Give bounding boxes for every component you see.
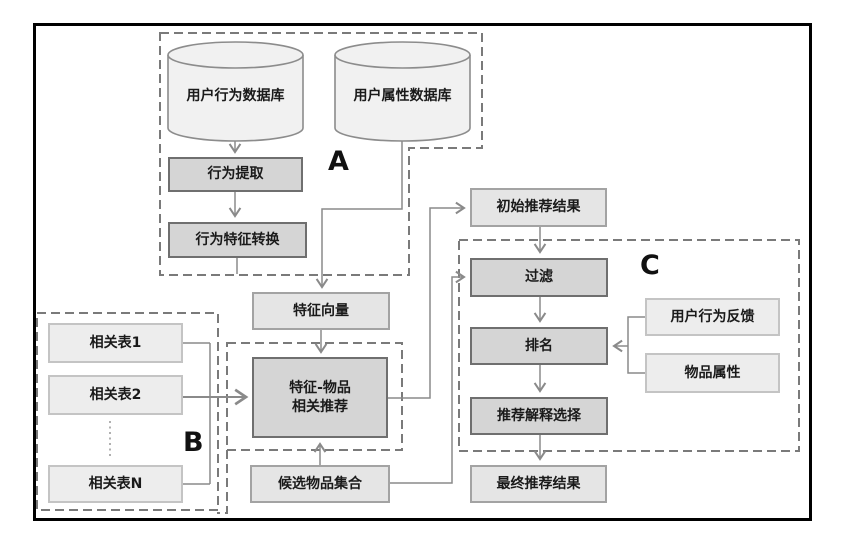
node-feature-vector: 特征向量 xyxy=(252,292,390,330)
db-attribute-label: 用户属性数据库 xyxy=(353,88,452,104)
group-c-dashed-box xyxy=(458,239,800,452)
node-filter: 过滤 xyxy=(470,258,608,297)
node-related-table-n: 相关表N xyxy=(48,465,183,503)
db-behavior-label: 用户行为数据库 xyxy=(186,88,285,104)
node-initial-results: 初始推荐结果 xyxy=(470,188,607,227)
database-cylinder-attribute xyxy=(334,41,471,142)
database-cylinder-behavior xyxy=(167,41,304,142)
node-related-table-1: 相关表1 xyxy=(48,323,183,363)
connector-lines xyxy=(183,141,645,485)
node-candidate-items: 候选物品集合 xyxy=(250,465,390,503)
node-feature-item-recommend: 特征-物品 相关推荐 xyxy=(252,357,388,438)
section-label-a: A xyxy=(328,146,349,177)
node-item-attributes: 物品属性 xyxy=(645,353,780,393)
group-b-dashed-box xyxy=(36,312,219,511)
section-label-c: C xyxy=(640,250,660,281)
node-behavior-extract: 行为提取 xyxy=(168,157,303,192)
node-behavior-feature-convert: 行为特征转换 xyxy=(168,222,307,258)
node-user-feedback: 用户行为反馈 xyxy=(645,298,780,336)
node-ranking: 排名 xyxy=(470,327,608,365)
section-label-b: B xyxy=(183,427,204,458)
node-final-results: 最终推荐结果 xyxy=(470,465,607,503)
node-related-table-2: 相关表2 xyxy=(48,375,183,415)
group-a-dashed-box xyxy=(159,32,483,276)
node-explanation-select: 推荐解释选择 xyxy=(470,397,608,435)
